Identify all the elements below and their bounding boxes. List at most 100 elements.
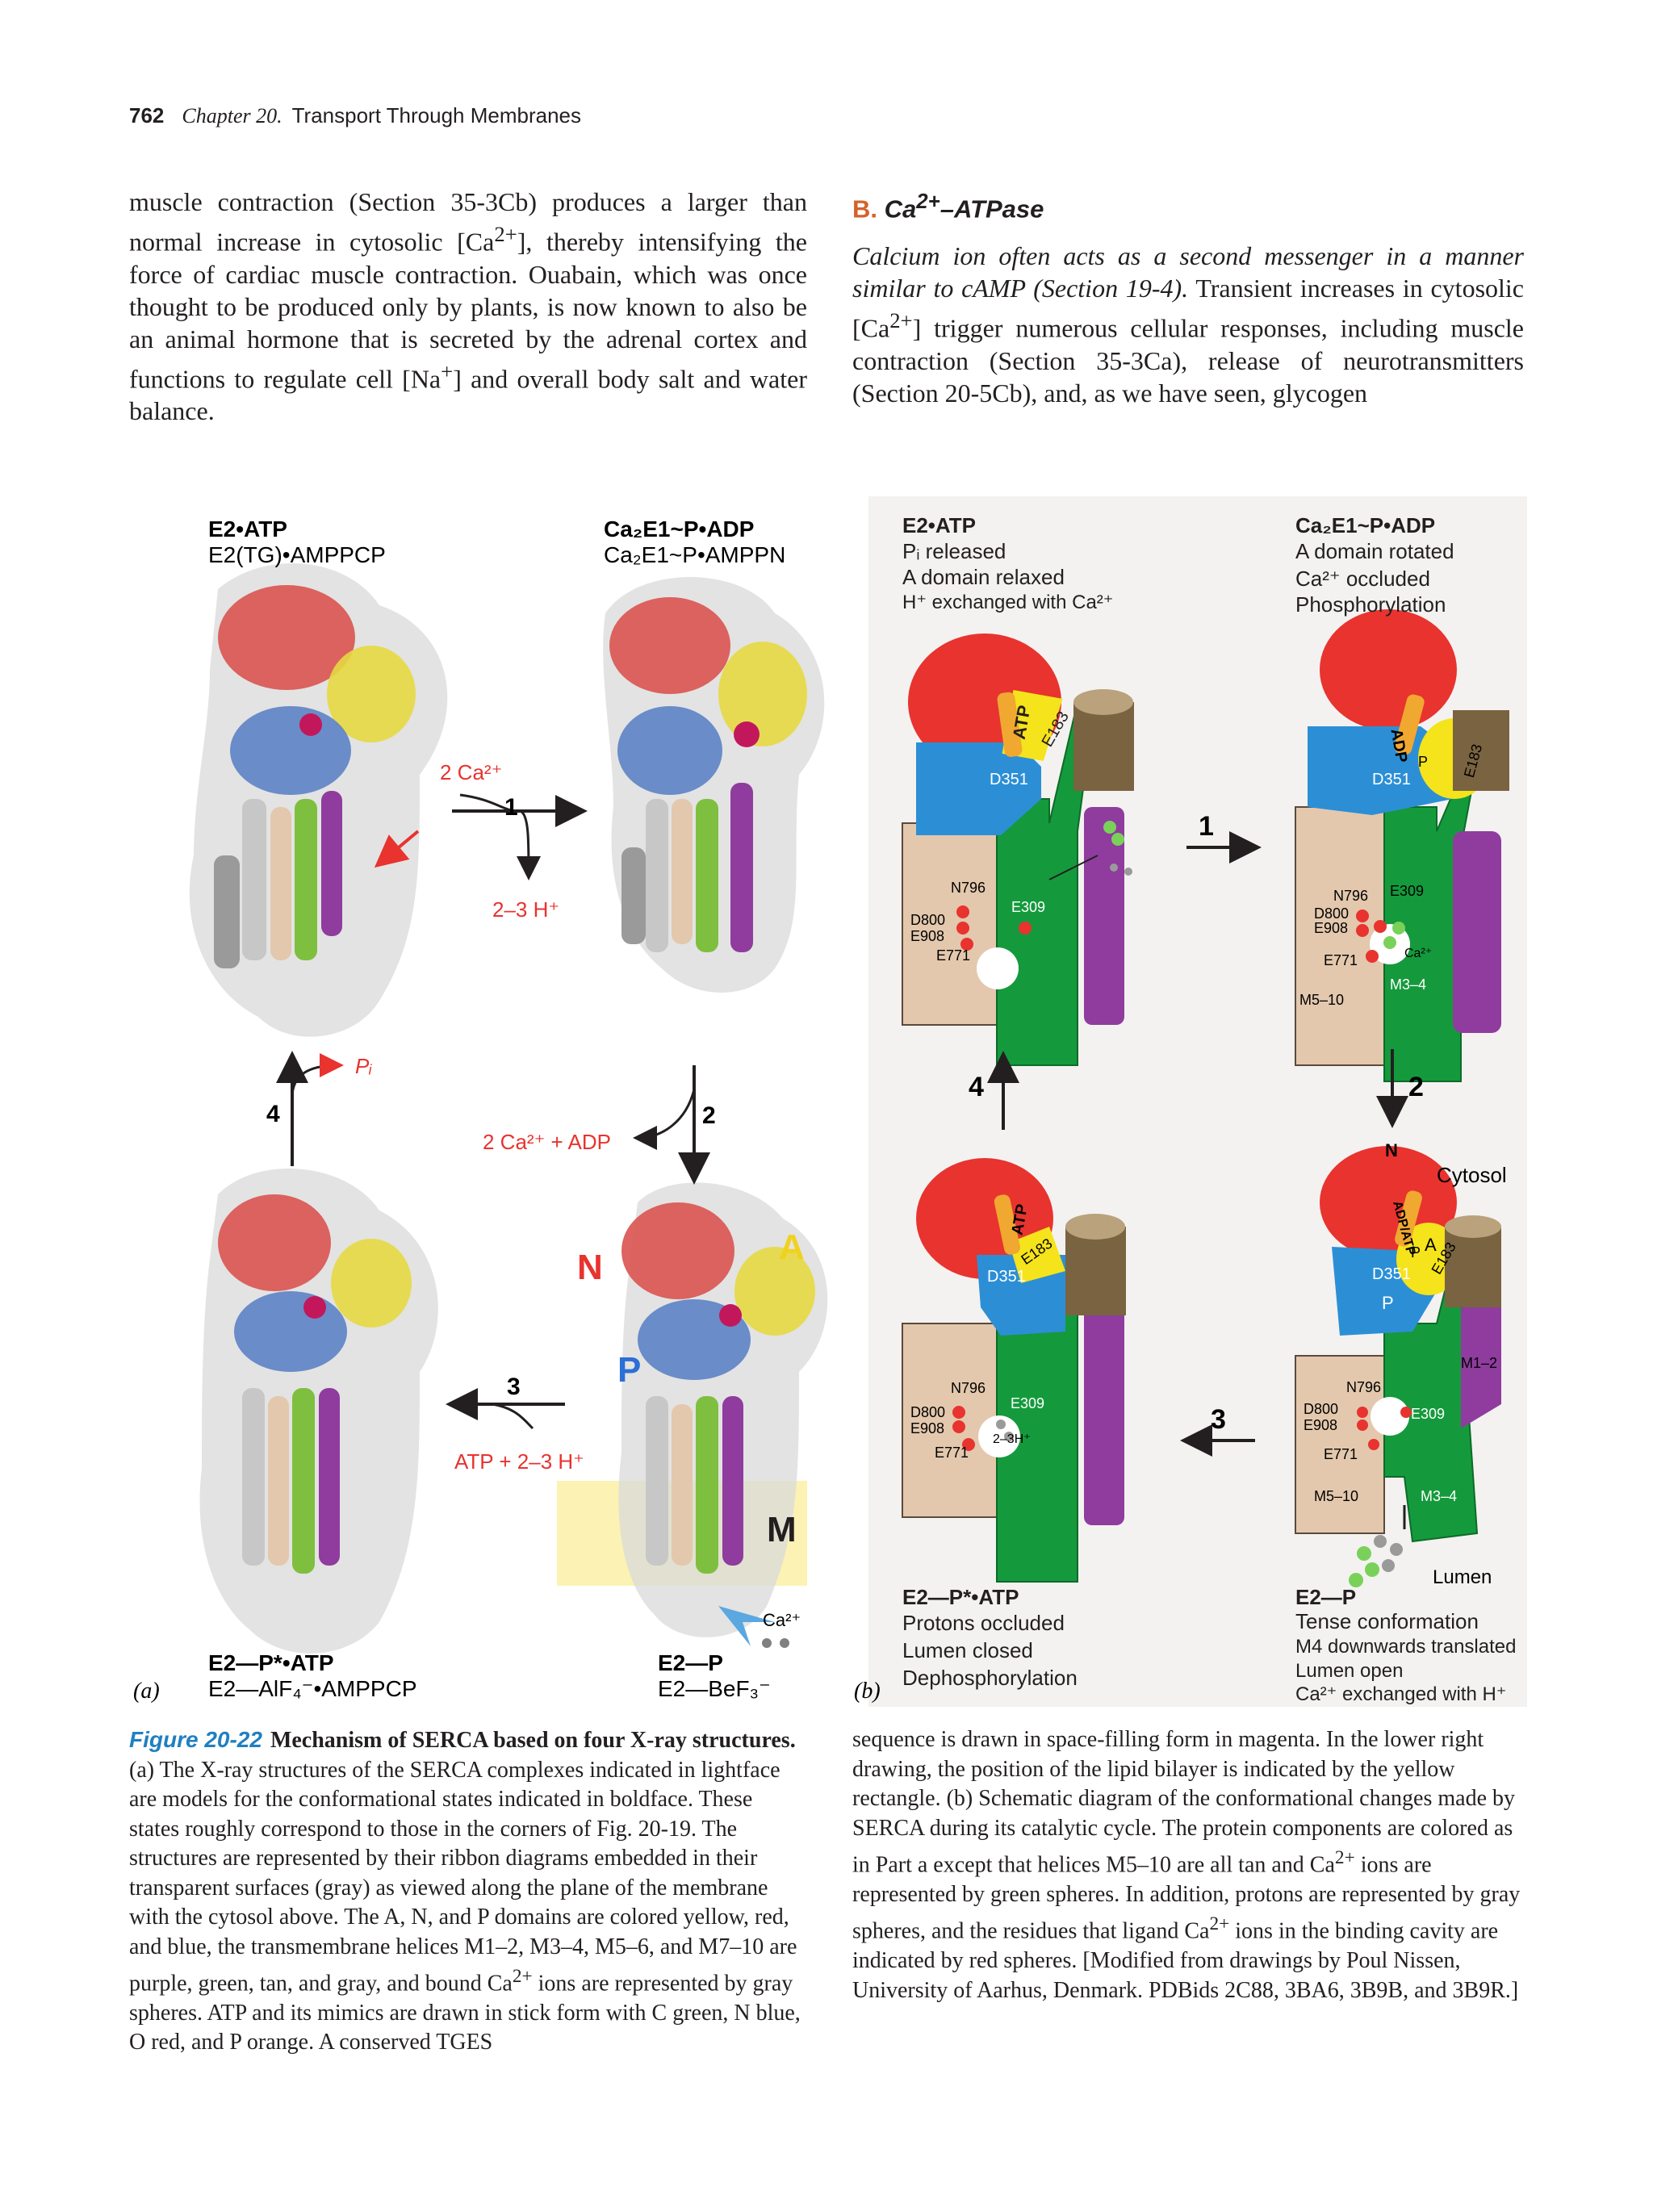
b-schematic-tr: ADP P E183 D351 N796 E309 D800 E908 Ca²⁺…: [1295, 609, 1509, 1082]
b-tl-e908: E908: [910, 928, 944, 944]
running-header: 762 Chapter 20. Transport Through Membra…: [129, 103, 581, 128]
body-text-right: B. Ca2+–ATPase Calcium ion often acts as…: [852, 186, 1524, 409]
b-step3-num: 3: [1211, 1404, 1226, 1435]
structure-e2-p-star-atp: [199, 1168, 438, 1654]
figure-caption-right: sequence is drawn in space-filling form …: [852, 1727, 1521, 2003]
b-tl-e771: E771: [936, 947, 970, 964]
a-domain-a: A: [779, 1227, 805, 1267]
a-step1-in: 2 Ca²⁺: [440, 760, 502, 784]
b-tr-n796: N796: [1333, 888, 1368, 904]
b-tr-ca: Ca²⁺: [1404, 947, 1432, 960]
a-bl-state: E2—P*•ATP: [208, 1650, 334, 1675]
a-step1-in-curve: [459, 793, 517, 813]
b-tr-e908: E908: [1314, 920, 1348, 936]
b-tl-d800: D800: [910, 912, 945, 928]
b-tr-p: P: [1418, 754, 1428, 770]
a-step1-num: 1: [504, 794, 518, 821]
b-tl-n796: N796: [951, 880, 986, 896]
b-br-d800: D800: [1304, 1401, 1338, 1417]
b-schematic-br: N Cytosol ADP/ATP E183 P A D351 P M1–2 N…: [1295, 1140, 1507, 1588]
panel-a-tag: (a): [133, 1679, 160, 1704]
b-br-n: N: [1385, 1140, 1398, 1160]
structure-e2-p: [618, 1182, 828, 1648]
b-tr-l1: A domain rotated: [1295, 539, 1454, 563]
b-br-d351: D351: [1372, 1265, 1411, 1283]
b-br-p: P: [1382, 1293, 1394, 1313]
b-br-p-small: P: [1411, 1244, 1421, 1261]
b-br-l4: Ca²⁺ exchanged with H⁺: [1295, 1683, 1506, 1705]
a-ca-entry-arrow: [374, 830, 420, 868]
b-bl-l1: Protons occluded: [902, 1611, 1065, 1635]
a-domain-p: P: [617, 1350, 641, 1390]
a-domain-m: M: [767, 1510, 797, 1549]
a-tl-model: E2(TG)•AMPPCP: [208, 542, 386, 567]
b-br-m1-2: M1–2: [1461, 1355, 1497, 1371]
a-step4-out: Pᵢ: [355, 1054, 372, 1078]
page-number: 762: [129, 103, 165, 128]
b-br-e771: E771: [1324, 1446, 1358, 1462]
b-tl-l1: Pᵢ released: [902, 539, 1006, 563]
b-step4-num: 4: [969, 1072, 984, 1102]
b-br-cytosol: Cytosol: [1437, 1163, 1507, 1187]
a-step4-out-arrow: [291, 1053, 344, 1098]
b-step1-num: 1: [1199, 811, 1214, 842]
b-tr-l2: Ca²⁺ occluded: [1295, 567, 1430, 591]
b-tl-e309: E309: [1011, 899, 1045, 915]
b-br-title: E2—P: [1295, 1585, 1356, 1609]
a-step3-in-curve: [492, 1403, 534, 1430]
a-step1-out-arrow: [516, 809, 541, 880]
a-tr-model: Ca₂E1~P•AMPPN: [604, 542, 785, 567]
b-br-l1: Tense conformation: [1295, 1609, 1479, 1633]
b-step2-num: 2: [1408, 1072, 1424, 1102]
b-bl-d800: D800: [910, 1404, 945, 1420]
b-bl-e771: E771: [935, 1445, 969, 1461]
a-ca-release-label: Ca²⁺: [763, 1610, 801, 1630]
b-bl-e309: E309: [1011, 1395, 1044, 1411]
b-tl-title: E2•ATP: [902, 513, 976, 537]
a-step2-out: 2 Ca²⁺ + ADP: [483, 1130, 611, 1154]
b-tr-m5-10: M5–10: [1299, 992, 1344, 1008]
a-step3-in: ATP + 2–3 H⁺: [454, 1449, 584, 1474]
a-step1-out: 2–3 H⁺: [492, 897, 559, 922]
b-schematic-tl: ATP E183 D351 N796 D800 E908 E771 E309: [902, 633, 1134, 1066]
b-br-n796: N796: [1346, 1379, 1381, 1395]
b-br-e908: E908: [1304, 1417, 1337, 1433]
structure-ca2e1-p-adp: [603, 577, 825, 993]
b-bl-n796: N796: [951, 1380, 986, 1396]
a-tr-state: Ca₂E1~P•ADP: [604, 516, 754, 542]
a-step2-num: 2: [702, 1102, 716, 1129]
b-br-lumen: Lumen: [1433, 1566, 1492, 1588]
b-br-m3-4: M3–4: [1421, 1488, 1457, 1504]
b-br-l3: Lumen open: [1295, 1660, 1403, 1682]
b-tl-d351: D351: [990, 771, 1028, 788]
figure-label: Figure 20-22: [129, 1727, 262, 1752]
body-text-left: muscle contraction (Section 35-3Cb) prod…: [129, 187, 808, 426]
a-br-state: E2—P: [658, 1650, 723, 1675]
b-br-a: A: [1425, 1235, 1437, 1255]
b-tl-l3: H⁺ exchanged with Ca²⁺: [902, 592, 1113, 613]
a-step2-out-arrow: [633, 1089, 696, 1150]
b-tr-d800: D800: [1314, 905, 1349, 922]
b-tr-title: Ca₂E1~P•ADP: [1295, 513, 1435, 537]
a-br-model: E2—BeF₃⁻: [658, 1676, 771, 1701]
b-tr-e771: E771: [1324, 952, 1358, 968]
b-tl-l2: A domain relaxed: [902, 565, 1065, 589]
b-bl-d351: D351: [987, 1268, 1026, 1286]
b-bl-e908: E908: [910, 1420, 944, 1436]
section-heading: B. Ca2+–ATPase: [852, 190, 1044, 224]
a-step3-num: 3: [507, 1374, 521, 1400]
a-tl-state: E2•ATP: [208, 516, 287, 542]
b-br-m5-10: M5–10: [1314, 1488, 1358, 1504]
b-schematic-bl: ATP E183 D351 N796 E309 D800 E908 2–3H⁺ …: [902, 1158, 1126, 1583]
a-bl-model: E2—AlF₄⁻•AMPPCP: [208, 1676, 417, 1701]
b-bl-23h: 2–3H⁺: [993, 1432, 1031, 1446]
figure-caption-title: Mechanism of SERCA based on four X-ray s…: [270, 1728, 796, 1753]
b-bl-l3: Dephosphorylation: [902, 1666, 1078, 1690]
a-step4-num: 4: [266, 1101, 280, 1127]
section-paragraph: Calcium ion often acts as a second messe…: [852, 241, 1524, 408]
panel-a: E2•ATP E2(TG)•AMPPCP Ca₂E1~P•ADP Ca₂E1~P…: [133, 492, 856, 1704]
b-bl-title: E2—P*•ATP: [902, 1585, 1019, 1609]
b-br-l2: M4 downwards translated: [1295, 1636, 1516, 1658]
b-tr-d351: D351: [1372, 771, 1411, 788]
